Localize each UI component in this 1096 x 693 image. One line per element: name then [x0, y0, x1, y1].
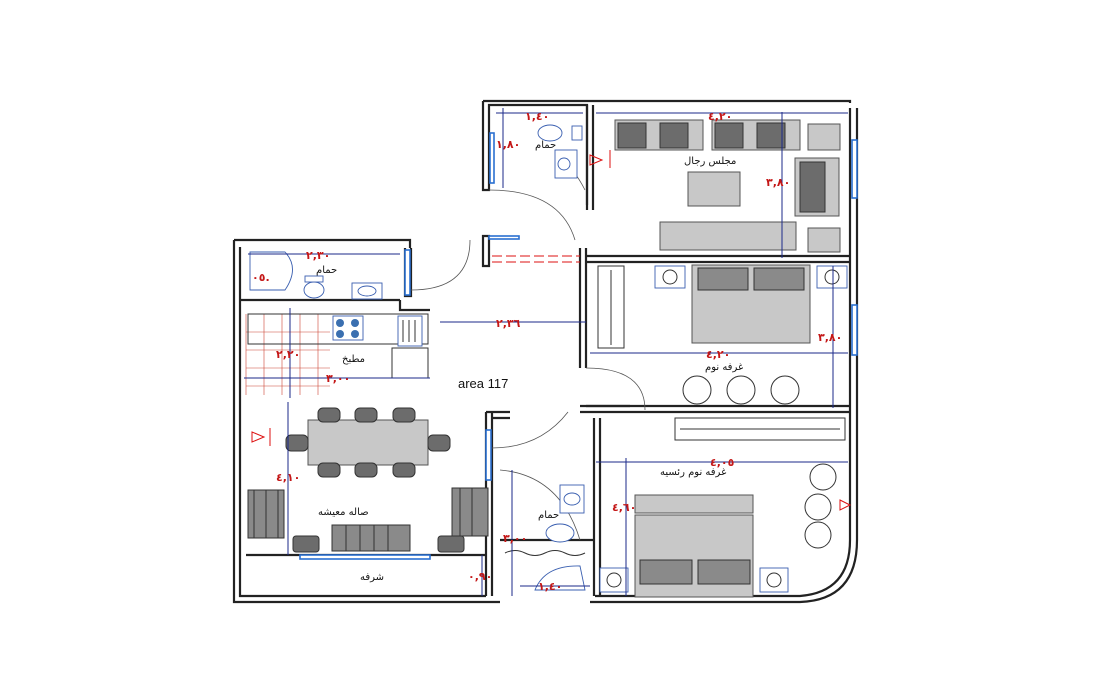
kitchen-fixtures: [245, 313, 429, 395]
room-label-balcony: شرفه: [360, 572, 384, 583]
room-label-majlis: مجلس رجال: [684, 156, 736, 167]
outer-walls: [232, 99, 859, 604]
dim-label: ٢,٢٠: [276, 348, 300, 361]
dim-label: ١,٤٠: [538, 580, 562, 593]
room-label-bath-left: حمام: [316, 265, 337, 276]
room-label-bath-top: حمام: [535, 140, 556, 151]
bedroom-furniture: [597, 264, 848, 405]
bath-top-fixtures: [537, 124, 583, 179]
windows: [299, 132, 858, 560]
level-markers: [251, 150, 852, 511]
dim-label: ٢,٣٠: [306, 249, 330, 262]
dim-label: ٣,٠٠: [326, 372, 350, 385]
living-furniture: [247, 487, 489, 553]
room-label-master-bedroom: غرفه نوم رئسيه: [660, 467, 726, 478]
bath-bottom-fixtures: [504, 484, 586, 591]
room-labels: حمام مجلس رجال حمام مطبخ غرفه نوم غرفه ن…: [316, 140, 743, 583]
dim-label: ٣,٠٠: [503, 532, 527, 545]
door-swings: [410, 149, 646, 541]
dim-label: ٤,٠٥: [710, 456, 735, 469]
dim-label: ٤,١٠: [276, 471, 300, 484]
dim-label: ١,٨٠: [496, 138, 520, 151]
room-label-bath-bottom: حمام: [538, 510, 559, 521]
dimension-lines: [244, 108, 848, 596]
room-label-bedroom: غرفه نوم: [705, 362, 743, 373]
dim-label: ٠٥.: [252, 271, 270, 284]
dim-label: ٤,٢٠: [706, 348, 730, 361]
majlis-furniture: [614, 119, 841, 253]
dim-label: ٣,٨٠: [766, 176, 790, 189]
master-bedroom-furniture: [599, 417, 846, 598]
dimension-labels: ١,٤٠ ٤,٢٠ ١,٨٠ ٣,٨٠ ٢,٣٠ ٠٥. ٢,٣٦ ٢,٢٠ ٣…: [252, 110, 842, 593]
room-label-kitchen: مطبخ: [342, 354, 365, 365]
area-label: area 117: [458, 376, 508, 391]
dim-label: ٠,٩٠: [468, 570, 492, 583]
dim-label: ٤,٢٠: [708, 110, 732, 123]
dim-label: ٣,٨٠: [818, 331, 842, 344]
bath-left-fixtures: [249, 251, 383, 300]
dim-label: ٢,٣٦: [496, 317, 521, 330]
dining-set: [285, 407, 451, 478]
dim-label: ١,٤٠: [525, 110, 549, 123]
room-label-living: صاله معيشه: [318, 507, 369, 518]
dim-label: ٤,٦٠: [612, 501, 636, 514]
